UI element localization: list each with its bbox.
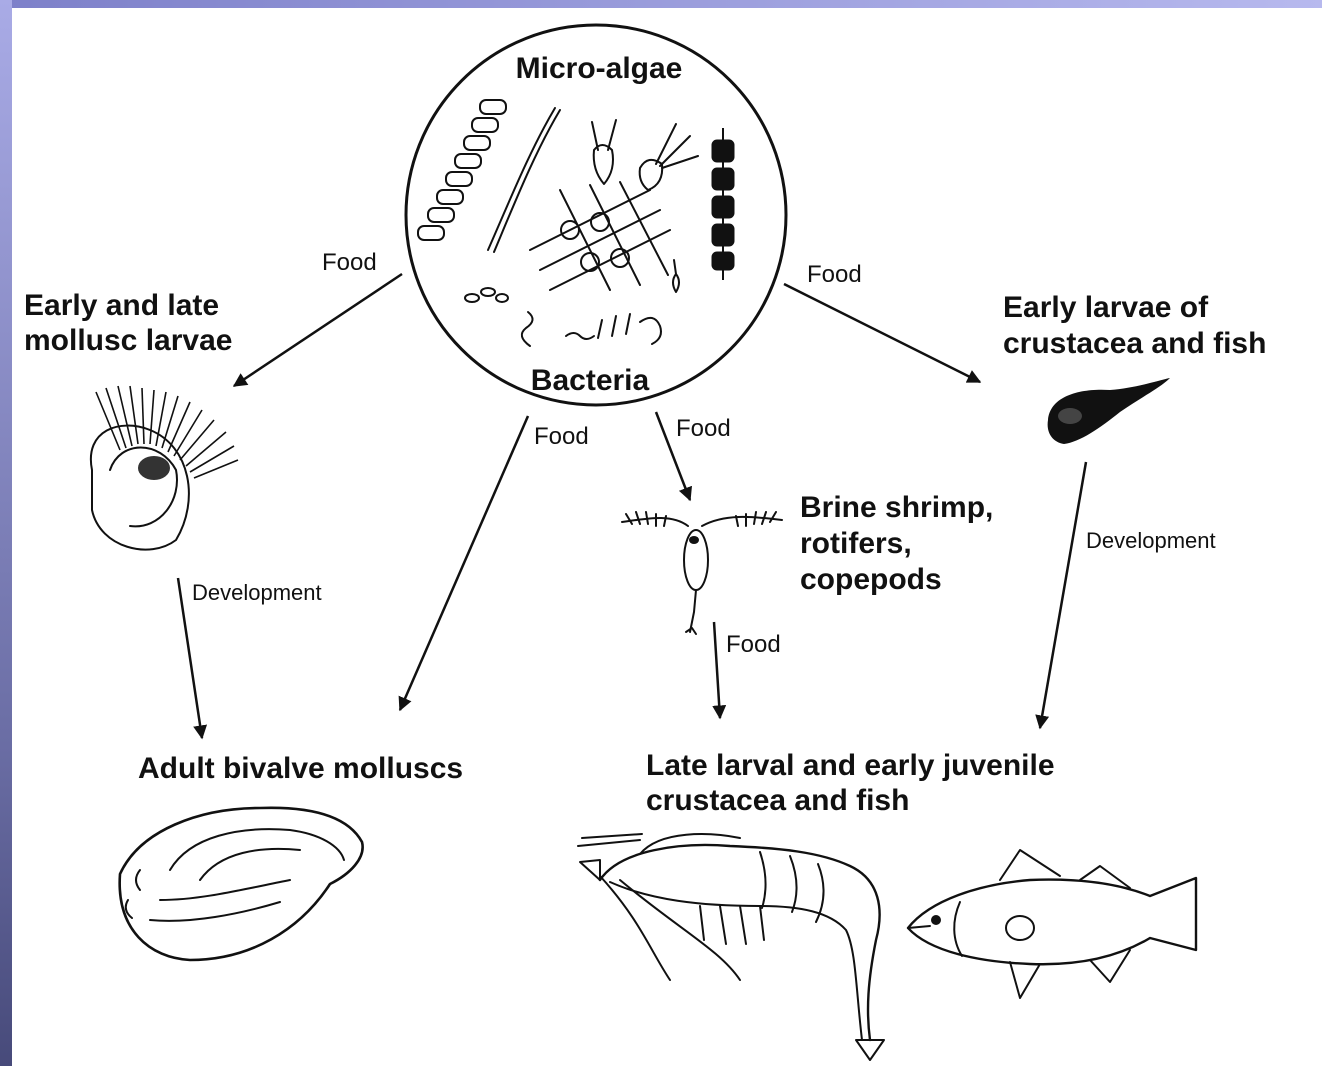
node-live-feeds-line3: copepods [800,563,942,596]
edge-label-food-crustacea-larvae: Food [807,261,862,288]
node-crustacea-larvae-line1: Early larvae of [1003,291,1209,324]
bacteria-label: Bacteria [531,364,650,397]
edge-label-food-mollusc-larvae: Food [322,249,377,276]
node-live-feeds-line1: Brine shrimp, [800,491,993,524]
fish-larva-icon [1048,378,1170,444]
arrow-food-to-adult-bivalves [400,416,528,710]
edge-label-development-molluscs: Development [192,580,322,605]
edge-label-food-adult-bivalves: Food [534,423,589,450]
edge-label-development-crustacea: Development [1086,528,1216,553]
edge-label-food-live-feeds: Food [676,415,731,442]
fish-eye-icon [931,915,941,925]
mollusc-larva-icon [91,386,238,550]
edge-label-food-juveniles: Food [726,631,781,658]
arrow-development-crustacea [1040,462,1086,728]
node-juveniles-line1: Late larval and early juvenile [646,749,1055,782]
bead-chain-icon [712,128,734,280]
node-live-feeds-line2: rotifers, [800,527,912,560]
fish-icon [908,850,1196,998]
node-mollusc-larvae-line1: Early and late [24,289,219,322]
node-mollusc-larvae-line2: mollusc larvae [24,324,232,357]
node-juveniles-line2: crustacea and fish [646,784,909,817]
node-crustacea-larvae-line2: crustacea and fish [1003,327,1266,360]
copepod-icon [622,512,782,634]
arrow-food-to-mollusc-larvae [234,274,402,386]
microalgae-label: Micro-algae [516,52,683,85]
arrow-food-to-crustacea-larvae [784,284,980,382]
arrow-live-feeds-to-juveniles [714,622,720,718]
node-adult-bivalves: Adult bivalve molluscs [138,752,463,785]
oyster-icon [120,808,363,960]
shrimp-icon [578,834,884,1060]
microalgae-bacteria-circle: Micro-algae Bacteria [406,25,786,405]
